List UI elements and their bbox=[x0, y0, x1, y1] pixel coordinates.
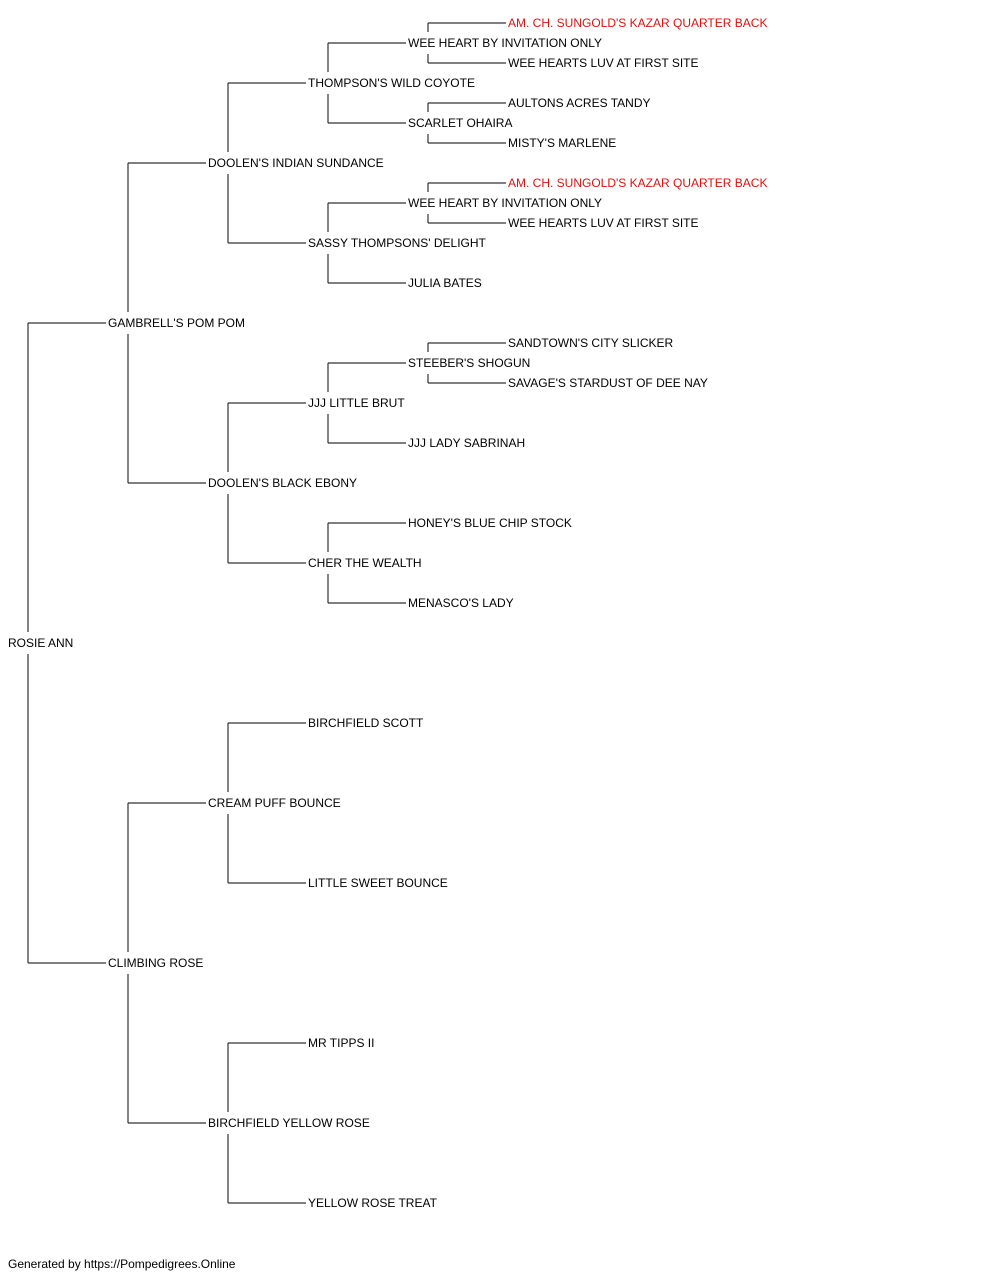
pedigree-name: SASSY THOMPSONS' DELIGHT bbox=[308, 236, 486, 250]
pedigree-name: AM. CH. SUNGOLD'S KAZAR QUARTER BACK bbox=[508, 176, 768, 190]
pedigree-name: GAMBRELL'S POM POM bbox=[108, 316, 245, 330]
pedigree-name: BIRCHFIELD YELLOW ROSE bbox=[208, 1116, 370, 1130]
pedigree-name: BIRCHFIELD SCOTT bbox=[308, 716, 424, 730]
pedigree-name: YELLOW ROSE TREAT bbox=[308, 1196, 437, 1210]
pedigree-name: WEE HEART BY INVITATION ONLY bbox=[408, 36, 603, 50]
pedigree-name: JULIA BATES bbox=[408, 276, 482, 290]
pedigree-name: JJJ LADY SABRINAH bbox=[408, 436, 526, 450]
pedigree-name: CHER THE WEALTH bbox=[308, 556, 422, 570]
pedigree-name: SAVAGE'S STARDUST OF DEE NAY bbox=[508, 376, 708, 390]
pedigree-name: LITTLE SWEET BOUNCE bbox=[308, 876, 448, 890]
pedigree-name: DOOLEN'S INDIAN SUNDANCE bbox=[208, 156, 384, 170]
pedigree-name: DOOLEN'S BLACK EBONY bbox=[208, 476, 358, 490]
pedigree-name: SCARLET OHAIRA bbox=[408, 116, 513, 130]
pedigree-name: CREAM PUFF BOUNCE bbox=[208, 796, 341, 810]
pedigree-name: HONEY'S BLUE CHIP STOCK bbox=[408, 516, 572, 530]
pedigree-name: MR TIPPS II bbox=[308, 1036, 375, 1050]
footer-credit: Generated by https://Pompedigrees.Online bbox=[8, 1257, 236, 1271]
pedigree-name: MISTY'S MARLENE bbox=[508, 136, 617, 150]
pedigree-name: WEE HEART BY INVITATION ONLY bbox=[408, 196, 603, 210]
pedigree-name: WEE HEARTS LUV AT FIRST SITE bbox=[508, 216, 699, 230]
pedigree-name: MENASCO'S LADY bbox=[408, 596, 514, 610]
pedigree-name: ROSIE ANN bbox=[8, 636, 74, 650]
pedigree-name: AM. CH. SUNGOLD'S KAZAR QUARTER BACK bbox=[508, 16, 768, 30]
pedigree-name: JJJ LITTLE BRUT bbox=[308, 396, 405, 410]
pedigree-name: AULTONS ACRES TANDY bbox=[508, 96, 651, 110]
pedigree-name: THOMPSON'S WILD COYOTE bbox=[308, 76, 475, 90]
pedigree-name: STEEBER'S SHOGUN bbox=[408, 356, 531, 370]
pedigree-name: SANDTOWN'S CITY SLICKER bbox=[508, 336, 674, 350]
pedigree-name: CLIMBING ROSE bbox=[108, 956, 204, 970]
pedigree-name: WEE HEARTS LUV AT FIRST SITE bbox=[508, 56, 699, 70]
